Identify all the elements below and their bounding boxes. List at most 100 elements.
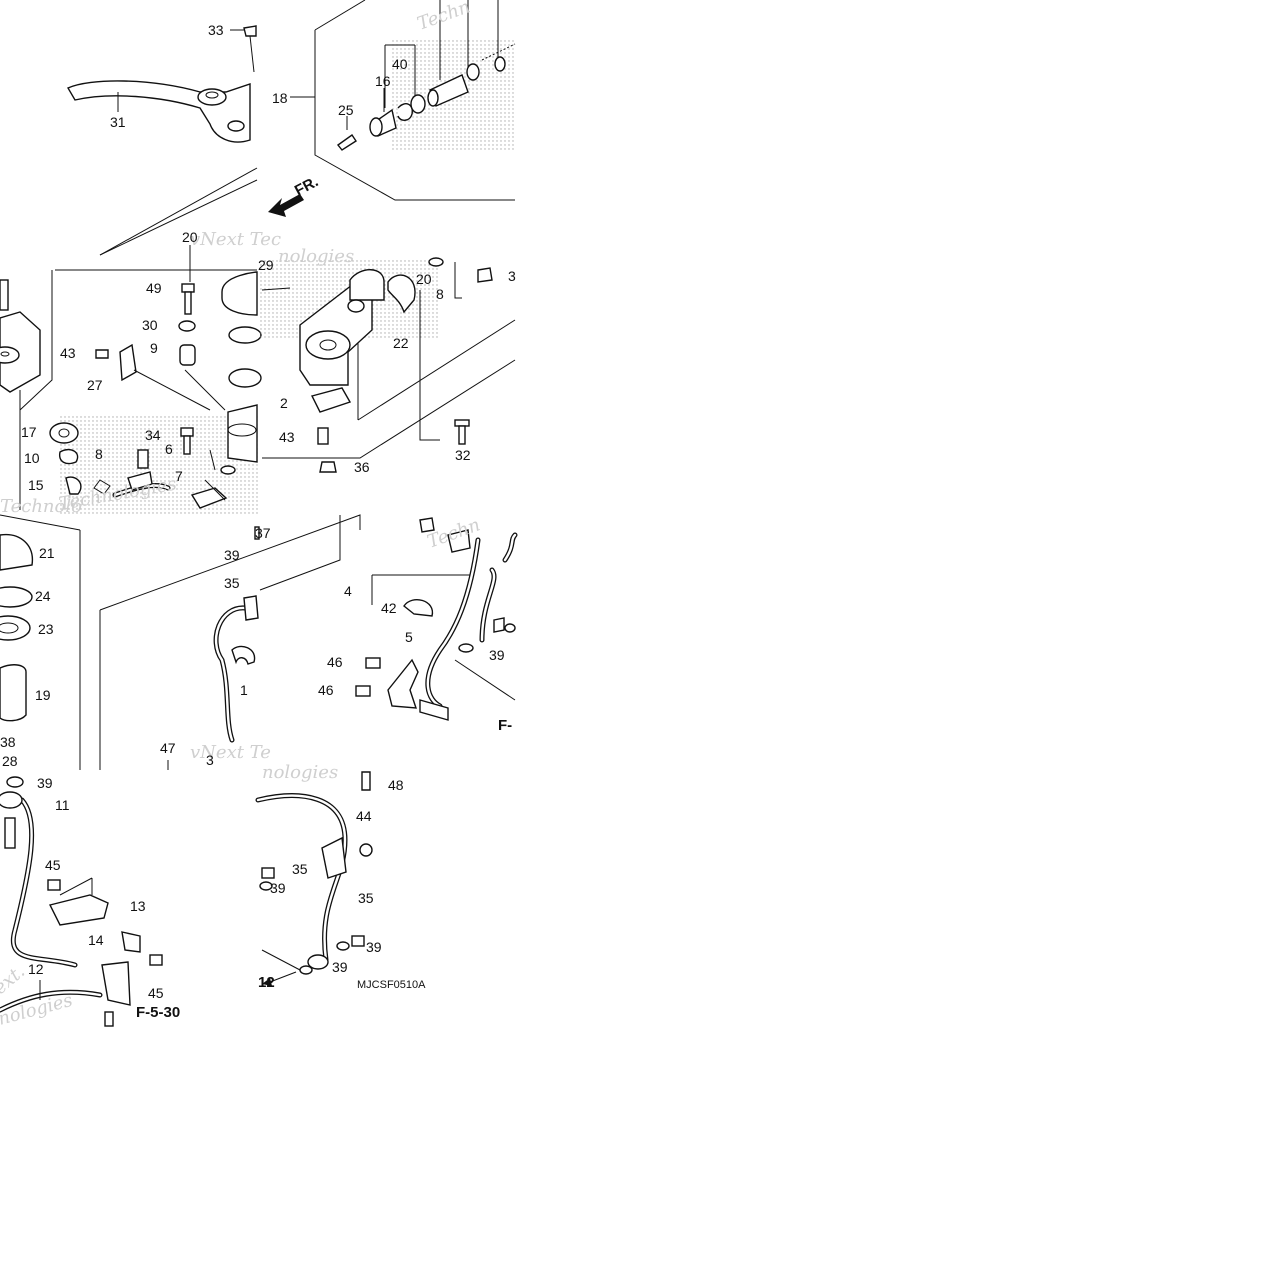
callouts: 33 31 18 16 40 25 20 29 49 30 9 43 27 17… xyxy=(0,22,516,1001)
callout: 30 xyxy=(142,317,158,333)
clamp-part xyxy=(119,343,137,382)
watermark: vNext Te xyxy=(190,742,271,763)
callout: 13 xyxy=(130,898,146,914)
callout: 8 xyxy=(436,286,444,302)
callout: 12 xyxy=(28,961,44,977)
front-direction-arrow xyxy=(268,194,304,217)
callout: 20 xyxy=(416,271,432,287)
callout: 6 xyxy=(165,441,173,457)
callout: 39 xyxy=(366,939,382,955)
bolt-part xyxy=(181,283,195,293)
hose-joint-part xyxy=(243,595,259,621)
ref-12: 12 xyxy=(258,974,275,991)
grommet-part xyxy=(49,422,79,444)
callout: 23 xyxy=(38,621,54,637)
caliper-bracket-part xyxy=(387,658,419,709)
callout: 10 xyxy=(24,450,40,466)
callout: 39 xyxy=(270,880,286,896)
callout: 19 xyxy=(35,687,51,703)
ref-f-partial: F- xyxy=(498,717,512,734)
callout: 7 xyxy=(175,468,183,484)
callout: 47 xyxy=(160,740,176,756)
reservoir-cap-lower xyxy=(0,533,34,571)
callout: 14 xyxy=(88,932,104,948)
callout: 40 xyxy=(392,56,408,72)
callout: 36 xyxy=(354,459,370,475)
brake-lever-part xyxy=(67,80,251,143)
callout: 35 xyxy=(292,861,308,877)
callout: 39 xyxy=(224,547,240,563)
watermark: Techn xyxy=(415,0,473,35)
callout: 18 xyxy=(272,90,288,106)
callout: 21 xyxy=(39,545,55,561)
callout: 49 xyxy=(146,280,162,296)
callout: 35 xyxy=(358,890,374,906)
callout: 3 xyxy=(508,268,516,284)
callout: 38 xyxy=(0,734,16,750)
callout: 4 xyxy=(344,583,352,599)
callout: 48 xyxy=(388,777,404,793)
panel-reservoir xyxy=(0,179,262,515)
callout: 15 xyxy=(28,477,44,493)
panel-master-cylinder xyxy=(258,257,516,473)
callout: 3 xyxy=(206,752,214,768)
callout: 32 xyxy=(455,447,471,463)
callout: 11 xyxy=(55,797,70,813)
panel-center-hose xyxy=(167,515,341,770)
panel-reservoir-hose xyxy=(0,514,361,1027)
panel-piston-kit xyxy=(268,0,516,217)
callout: 45 xyxy=(148,985,164,1001)
callout: 46 xyxy=(318,682,334,698)
callout: 45 xyxy=(45,857,61,873)
callout: 44 xyxy=(356,808,372,824)
callout: 39 xyxy=(332,959,348,975)
callout: 31 xyxy=(110,114,126,130)
callout: 29 xyxy=(258,257,274,273)
callout: 2 xyxy=(280,395,288,411)
circlip-part xyxy=(397,103,413,121)
callout: 27 xyxy=(87,377,103,393)
hose-clamp-part xyxy=(403,598,433,617)
master-cylinder-body xyxy=(0,311,41,393)
adjuster-screw-part xyxy=(243,25,257,37)
panel-brake-hose-lower xyxy=(255,771,373,986)
callout: 43 xyxy=(60,345,76,361)
callout: 43 xyxy=(279,429,295,445)
holder-part xyxy=(387,274,416,314)
brake-switch-part xyxy=(310,387,352,413)
callout: 1 xyxy=(240,682,248,698)
callout: 39 xyxy=(489,647,505,663)
callout: 24 xyxy=(35,588,51,604)
callout: 8 xyxy=(95,446,103,462)
banjo-bolt-part xyxy=(361,771,371,791)
callout: 33 xyxy=(208,22,224,38)
callout: 46 xyxy=(327,654,343,670)
callout: 35 xyxy=(224,575,240,591)
callout: 5 xyxy=(405,629,413,645)
callout: 16 xyxy=(375,73,391,89)
callout: 37 xyxy=(255,525,271,541)
callout: 28 xyxy=(2,753,18,769)
callout: 25 xyxy=(338,102,354,118)
watermark: Technolo xyxy=(0,496,82,517)
callout: 39 xyxy=(37,775,53,791)
callout: 20 xyxy=(182,229,198,245)
watermark: ext. xyxy=(0,961,29,999)
direction-label: FR. xyxy=(292,173,321,199)
diagram-code: MJCSF0510A xyxy=(357,979,426,991)
switch-pin-part xyxy=(336,134,357,151)
reservoir-lower xyxy=(0,664,27,722)
ref-f-5-30: F-5-30 xyxy=(136,1004,180,1021)
callout: 42 xyxy=(381,600,397,616)
callout: 34 xyxy=(145,427,161,443)
panel-brake-lever xyxy=(67,25,258,256)
reservoir-part xyxy=(227,404,258,463)
panel-caliper-hose xyxy=(355,517,518,721)
watermark: nologies xyxy=(278,246,354,267)
watermark: nologies xyxy=(262,762,338,783)
lever-pivot xyxy=(197,88,227,106)
reservoir-cap-part xyxy=(221,271,258,316)
callout: 17 xyxy=(21,424,37,440)
watermark: vNext Tec xyxy=(190,229,281,250)
